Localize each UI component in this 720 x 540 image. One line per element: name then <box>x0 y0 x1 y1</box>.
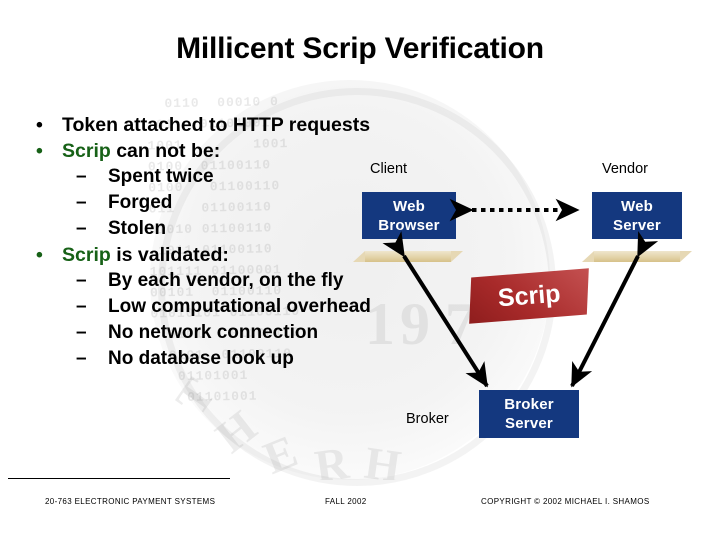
footer-term: FALL 2002 <box>325 497 367 506</box>
bullet-text: No network connection <box>108 322 319 343</box>
node-broker-server[interactable]: Broker Server <box>479 390 579 438</box>
footer-divider <box>8 478 230 479</box>
web-server-line1: Web <box>621 197 653 215</box>
bullet-item: • Scrip is validated: <box>22 242 492 268</box>
bullet-marker-icon: – <box>76 192 87 213</box>
web-browser-line2: Browser <box>378 216 440 234</box>
bullet-item: –Forged <box>22 190 492 216</box>
bullet-marker-icon: – <box>76 218 87 239</box>
scrip-token-shape[interactable]: Scrip <box>469 268 589 324</box>
bullet-item: –Stolen <box>22 216 492 242</box>
web-server-line2: Server <box>613 216 661 234</box>
bullet-marker-icon: – <box>76 166 87 187</box>
bullet-item: • Token attached to HTTP requests <box>22 112 492 138</box>
bullet-marker-icon: • <box>36 244 43 266</box>
bullet-item: –Spent twice <box>22 164 492 190</box>
bullet-marker-icon: • <box>36 140 43 162</box>
bullet-text: No database look up <box>108 348 294 369</box>
broker-server-line2: Server <box>505 415 553 432</box>
page-title: Millicent Scrip Verification <box>176 32 544 65</box>
bullet-text: By each vendor, on the fly <box>108 270 344 291</box>
bullet-item: –Low computational overhead <box>22 294 492 320</box>
bullet-item: –No network connection <box>22 320 492 346</box>
vendor-platform <box>582 251 692 262</box>
footer-copyright: COPYRIGHT © 2002 MICHAEL I. SHAMOS <box>481 497 650 506</box>
bullet-item: –By each vendor, on the fly <box>22 268 492 294</box>
bullet-text: can not be: <box>110 140 221 162</box>
label-broker: Broker <box>406 411 449 427</box>
label-vendor: Vendor <box>602 161 648 177</box>
label-client: Client <box>370 161 408 177</box>
node-web-server[interactable]: Web Server <box>592 192 682 239</box>
bullet-list: • Token attached to HTTP requests • Scrip c… <box>22 112 492 372</box>
bullet-text: Stolen <box>108 218 167 239</box>
bullet-marker-icon: • <box>36 114 43 136</box>
bullet-text: Low computational overhead <box>108 296 371 317</box>
bullet-marker-icon: – <box>76 270 87 291</box>
broker-server-line1: Broker <box>504 396 554 413</box>
bullet-item: • Scrip can not be: <box>22 138 492 164</box>
web-browser-line1: Web <box>393 197 425 215</box>
node-web-browser[interactable]: Web Browser <box>362 192 456 239</box>
scrip-token-label: Scrip <box>496 279 562 312</box>
bullet-text: Token attached to HTTP requests <box>62 114 371 136</box>
bullet-text: Scrip <box>62 140 111 162</box>
bullet-item: –No database look up <box>22 346 492 372</box>
bullet-text: Forged <box>108 192 173 213</box>
bullet-text: Spent twice <box>108 166 214 187</box>
bullet-marker-icon: – <box>76 322 87 343</box>
client-platform <box>353 251 463 262</box>
bullet-text: Scrip <box>62 244 111 266</box>
bullet-marker-icon: – <box>76 296 87 317</box>
bullet-marker-icon: – <box>76 348 87 369</box>
footer-course: 20-763 ELECTRONIC PAYMENT SYSTEMS <box>45 497 216 506</box>
bullet-text: is validated: <box>110 244 229 266</box>
